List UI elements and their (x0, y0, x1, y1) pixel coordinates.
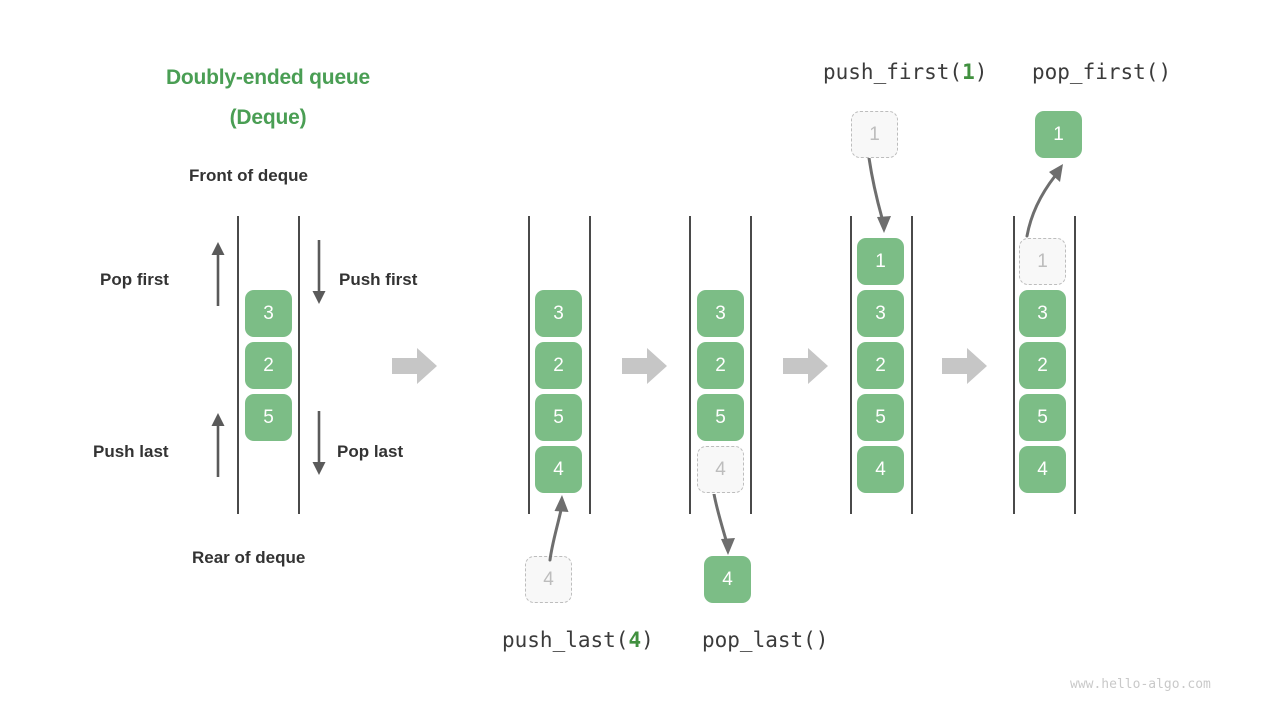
deque-rail-left-1 (528, 216, 530, 514)
deque-rail-right-1 (589, 216, 591, 514)
cell-value: 2 (1037, 354, 1048, 376)
cell: 5 (245, 394, 292, 441)
transition-arrow-icon (622, 348, 667, 384)
push-first-label: Push first (339, 270, 418, 289)
cell-value: 2 (263, 354, 274, 376)
incoming-element: 1 (851, 111, 898, 158)
deque-rail-right-0 (298, 216, 300, 514)
cell-value: 3 (875, 302, 886, 324)
pop-first-arrow-up-icon (211, 242, 225, 306)
pop-first-label: Pop first (100, 270, 169, 289)
push-first-operation-label: push_first(1) (823, 60, 987, 84)
cell: 5 (535, 394, 582, 441)
pop-first-operation-label: pop_first() (1032, 60, 1171, 84)
cell-value: 5 (263, 406, 274, 428)
cell-value: 3 (715, 302, 726, 324)
cell-value: 5 (553, 406, 564, 428)
cell: 4 (535, 446, 582, 493)
op-suffix: ) (974, 60, 988, 84)
transition-arrow-icon (942, 348, 987, 384)
op-arg: 1 (962, 60, 975, 84)
cell: 2 (1019, 342, 1066, 389)
op-prefix: pop_last( (702, 628, 816, 652)
page-title: Doubly-ended queue (Deque) (143, 58, 393, 138)
cell-value: 4 (553, 458, 564, 480)
cell: 2 (535, 342, 582, 389)
cell: 5 (697, 394, 744, 441)
cell: 4 (857, 446, 904, 493)
incoming-element: 4 (525, 556, 572, 603)
deque-rail-left-2 (689, 216, 691, 514)
cell-value: 1 (869, 123, 880, 145)
pop-last-arrow-down-icon (312, 411, 326, 475)
push-first-arrow-down-icon (312, 240, 326, 304)
cell: 2 (857, 342, 904, 389)
cell: 1 (1019, 238, 1066, 285)
cell-value: 3 (1037, 302, 1048, 324)
op-prefix: pop_first( (1032, 60, 1159, 84)
push-last-flow-arrow-icon (548, 495, 569, 562)
op-arg: 4 (628, 628, 642, 652)
cell: 1 (857, 238, 904, 285)
deque-rail-left-3 (850, 216, 852, 514)
cell: 5 (1019, 394, 1066, 441)
deque-rail-right-2 (750, 216, 752, 514)
cell-value: 1 (1053, 123, 1064, 145)
deque-rail-right-4 (1074, 216, 1076, 514)
cell: 4 (1019, 446, 1066, 493)
cell-value: 2 (875, 354, 886, 376)
push-last-operation-label: push_last(4) (502, 628, 654, 652)
pop-last-label: Pop last (337, 442, 404, 461)
op-suffix: ) (641, 628, 654, 652)
title-line-1: Doubly-ended queue (165, 66, 371, 89)
op-suffix: ) (1158, 60, 1172, 84)
cell-value: 4 (722, 568, 733, 590)
front-of-deque-label: Front of deque (189, 166, 308, 185)
deque-rail-left-4 (1013, 216, 1015, 514)
cell: 4 (697, 446, 744, 493)
cell-value: 1 (1037, 250, 1048, 272)
watermark: www.hello-algo.com (1070, 677, 1211, 692)
cell: 3 (1019, 290, 1066, 337)
cell: 3 (857, 290, 904, 337)
op-suffix: ) (815, 628, 829, 652)
cell-value: 2 (715, 354, 726, 376)
transition-arrow-icon (783, 348, 828, 384)
cell-value: 1 (875, 250, 886, 272)
outgoing-element: 1 (1035, 111, 1082, 158)
cell: 5 (857, 394, 904, 441)
cell: 3 (245, 290, 292, 337)
transition-arrow-icon (392, 348, 437, 384)
rear-of-deque-label: Rear of deque (192, 548, 306, 567)
cell-value: 5 (875, 406, 886, 428)
cell-value: 5 (715, 406, 726, 428)
pop-first-flow-arrow-icon (1025, 164, 1063, 238)
cell-value: 4 (715, 458, 726, 480)
push-last-arrow-up-icon (211, 413, 225, 477)
cell: 3 (697, 290, 744, 337)
cell: 2 (245, 342, 292, 389)
cell-value: 2 (553, 354, 564, 376)
cell-value: 4 (543, 568, 554, 590)
cell: 3 (535, 290, 582, 337)
pop-last-flow-arrow-icon (712, 494, 735, 555)
op-prefix: push_last( (502, 628, 629, 652)
cell-value: 3 (553, 302, 564, 324)
outgoing-element: 4 (704, 556, 751, 603)
push-first-flow-arrow-icon (867, 158, 891, 233)
title-line-2: (Deque) (229, 106, 307, 129)
deque-rail-right-3 (911, 216, 913, 514)
cell-value: 4 (875, 458, 886, 480)
cell-value: 4 (1037, 458, 1048, 480)
cell-value: 5 (1037, 406, 1048, 428)
cell: 2 (697, 342, 744, 389)
push-last-label: Push last (93, 442, 169, 461)
op-prefix: push_first( (823, 60, 963, 84)
deque-rail-left-0 (237, 216, 239, 514)
cell-value: 3 (263, 302, 274, 324)
pop-last-operation-label: pop_last() (702, 628, 828, 652)
